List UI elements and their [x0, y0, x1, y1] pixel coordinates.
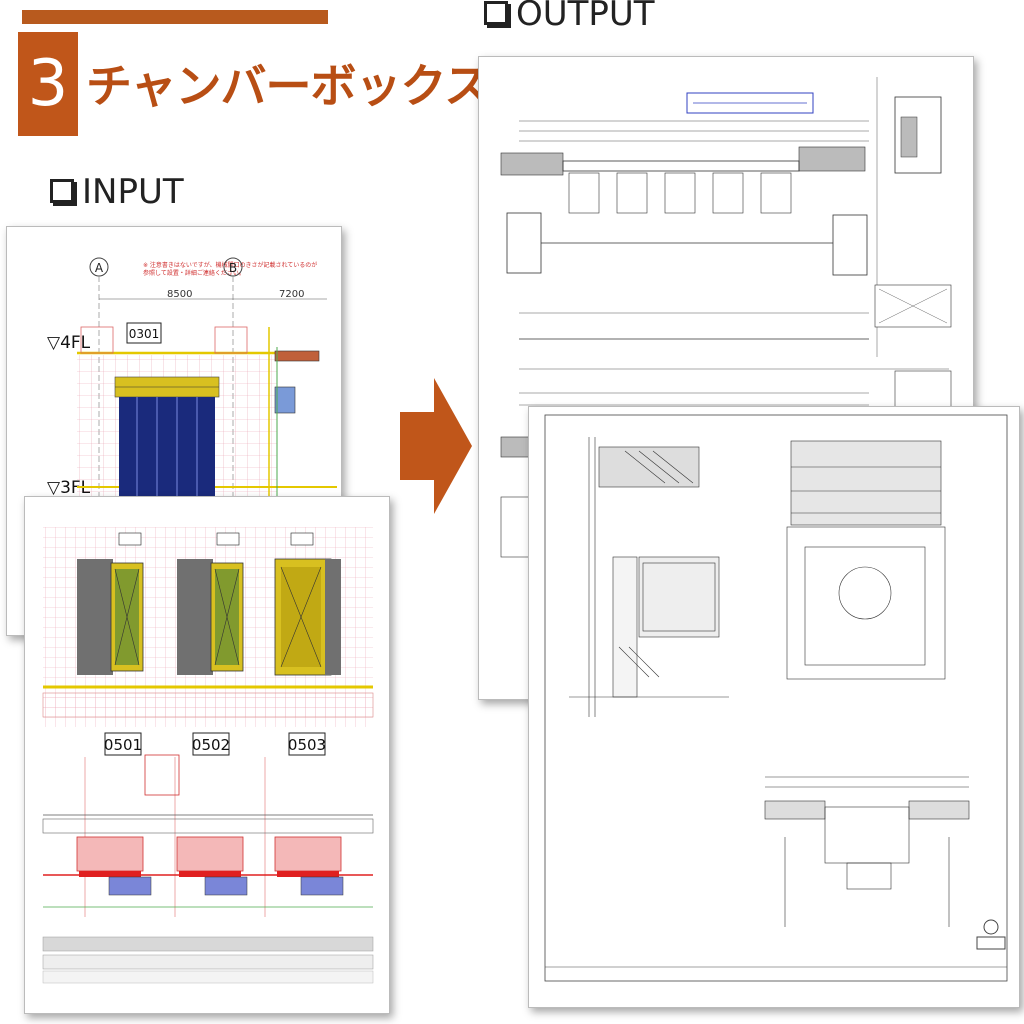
output-drawing-sheet-2 [528, 406, 1020, 1008]
checkbox-icon [50, 178, 74, 203]
input-heading-text: INPUT [82, 172, 184, 212]
dimension-8500: 8500 [167, 289, 192, 300]
shaft-group-2 [177, 532, 244, 675]
checkbox-icon [484, 0, 508, 25]
level-3fl: ▽3FL [47, 478, 91, 498]
svg-text:※ 注意書きはないですが、機械開口のきさが記載されているのが: ※ 注意書きはないですが、機械開口のきさが記載されているのが [143, 261, 317, 269]
section-number-badge: 3 [18, 32, 78, 136]
room-label-0301: 0301 [129, 327, 160, 341]
room-label-0501: 0501 [104, 736, 142, 754]
chamber-box-3 [274, 836, 344, 896]
room-label-0502: 0502 [192, 736, 230, 754]
page-title: チャンバーボックス図 [86, 59, 535, 113]
shaft-group-3 [274, 532, 341, 676]
section-detail-a [569, 437, 729, 717]
dimension-7200: 7200 [279, 289, 304, 300]
grid-mark-a: A [95, 261, 104, 275]
shaft-group-1 [77, 532, 144, 675]
output-heading: OUTPUT [484, 0, 655, 34]
chamber-box-2 [176, 836, 248, 896]
level-4fl: ▽4FL [47, 333, 91, 353]
arrow-right-icon [400, 378, 472, 514]
room-label-0503: 0503 [288, 736, 326, 754]
input-heading: INPUT [50, 172, 184, 212]
input-drawing-sheet-2: 0501 0502 0503 [24, 496, 390, 1014]
chamber-box-1 [76, 836, 152, 896]
svg-text:参照して設置・詳細ご連絡ください。: 参照して設置・詳細ご連絡ください。 [143, 269, 245, 277]
output-heading-text: OUTPUT [516, 0, 655, 34]
header-accent-bar [22, 10, 328, 24]
plan-detail-b [786, 440, 946, 680]
section-detail-c [764, 776, 970, 927]
grid-mark-b: B [229, 261, 237, 275]
